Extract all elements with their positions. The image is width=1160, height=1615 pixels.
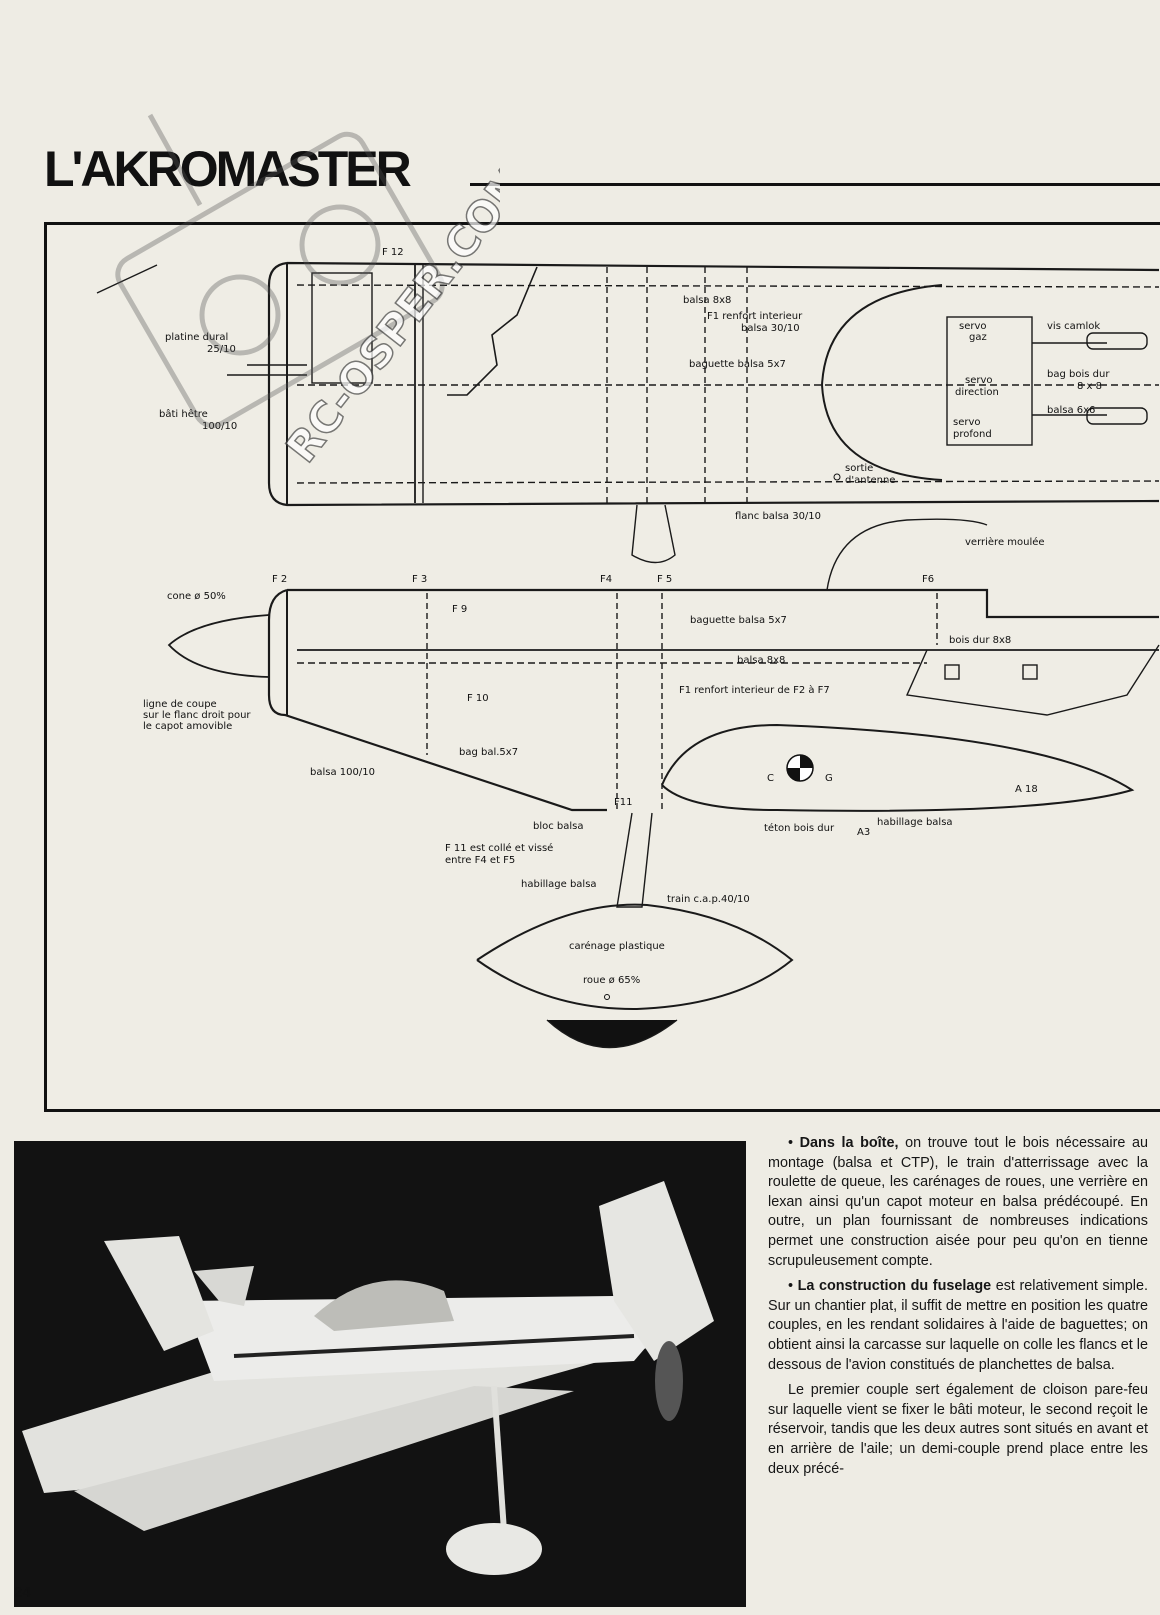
label-ligne-1: ligne de coupe: [143, 699, 217, 710]
article-paragraph-2: • La construction du fuselage est relati…: [768, 1278, 1148, 1373]
label-balsa-8x8: balsa 8x8: [683, 295, 731, 306]
label-f1-renfort-side: F1 renfort interieur de F2 à F7: [679, 684, 830, 696]
aircraft-photo-svg: [14, 1141, 746, 1607]
label-train: train c.a.p.40/10: [667, 894, 750, 905]
label-f11-colle-2: entre F4 et F5: [445, 855, 515, 866]
label-servo-gaz-1: servo: [959, 321, 987, 332]
article-lead-2: La construction du fuselage: [797, 1278, 992, 1295]
label-bag-bois-dur-dim: 8 x 8: [1077, 381, 1102, 392]
label-teton: téton bois dur: [764, 822, 835, 834]
label-f12: F 12: [382, 247, 404, 258]
label-cg-c: C: [767, 773, 774, 784]
label-roue: roue ø 65%: [583, 975, 640, 986]
label-sortie: sortie: [845, 463, 873, 474]
label-carenage: carénage plastique: [569, 940, 665, 952]
label-bloc: bloc balsa: [533, 821, 584, 832]
label-baguette-5x7: baguette balsa 5x7: [689, 359, 786, 370]
label-f4: F4: [600, 574, 612, 585]
label-servo-gaz-2: gaz: [969, 332, 987, 343]
article-text: • Dans la boîte, on trouve tout le bois …: [768, 1134, 1148, 1485]
label-servo-prof-1: servo: [953, 417, 981, 428]
label-a3: A3: [857, 827, 870, 838]
label-balsa-8x8-side: balsa 8x8: [737, 655, 785, 666]
label-f10: F 10: [467, 693, 489, 704]
label-balsa-100: balsa 100/10: [310, 767, 375, 778]
label-f2: F 2: [272, 574, 287, 585]
article-paragraph-3: Le premier couple sert également de cloi…: [768, 1382, 1148, 1477]
label-bati-dim: 100/10: [202, 421, 237, 432]
label-balsa-6x6: balsa 6x6: [1047, 405, 1095, 416]
label-servo-dir-1: servo: [965, 375, 993, 386]
label-bag-bal: bag bal.5x7: [459, 747, 518, 758]
cg-symbol: [786, 754, 814, 782]
aircraft-photo: [14, 1141, 746, 1607]
label-sortie-2: d'antenne: [845, 475, 895, 486]
label-a18: A 18: [1015, 784, 1038, 795]
label-ligne-2: sur le flanc droit pour: [143, 710, 251, 721]
label-platine: platine dural: [165, 332, 228, 343]
label-verriere: verrière moulée: [965, 536, 1045, 548]
title-rule: [470, 183, 1160, 186]
label-f11: F11: [614, 797, 632, 808]
label-baguette-side: baguette balsa 5x7: [690, 615, 787, 626]
label-servo-dir-2: direction: [955, 387, 999, 398]
label-cg-g: G: [825, 773, 833, 784]
label-f6: F6: [922, 574, 934, 585]
label-servo-prof-2: profond: [953, 429, 992, 440]
label-habillage-1: habillage balsa: [877, 817, 953, 828]
plan-svg: F 12 platine dural 25/10 bâti hêtre 100/…: [96, 247, 1160, 1049]
page-title: L'AKROMASTER: [44, 141, 412, 197]
article-paragraph-1: • Dans la boîte, on trouve tout le bois …: [768, 1135, 1148, 1269]
label-vis-camlok: vis camlok: [1047, 321, 1100, 332]
label-platine-dim: 25/10: [207, 344, 236, 355]
label-bois-dur: bois dur 8x8: [949, 635, 1011, 646]
label-f5: F 5: [657, 574, 672, 585]
label-bag-bois-dur: bag bois dur: [1047, 369, 1110, 380]
label-f1-renfort: F1 renfort interieur: [707, 311, 803, 322]
article-lead-1: Dans la boîte,: [799, 1135, 899, 1151]
label-bati: bâti hêtre: [159, 408, 208, 420]
label-f9: F 9: [452, 604, 467, 615]
label-habillage-2: habillage balsa: [521, 879, 597, 890]
label-ligne-3: le capot amovible: [143, 721, 232, 732]
label-balsa-30-10: balsa 30/10: [741, 323, 800, 334]
article-text-2: est relativement simple. Sur un chantier…: [768, 1278, 1148, 1373]
plan-drawing: F 12 platine dural 25/10 bâti hêtre 100/…: [44, 222, 1160, 1112]
article-text-1: on trouve tout le bois nécessaire au mon…: [768, 1135, 1148, 1269]
label-flanc: flanc balsa 30/10: [735, 511, 821, 522]
label-f3: F 3: [412, 574, 427, 585]
label-f11-colle-1: F 11 est collé et vissé: [445, 842, 553, 854]
label-cone: cone ø 50%: [167, 591, 226, 602]
page-number: 24: [14, 1584, 31, 1601]
